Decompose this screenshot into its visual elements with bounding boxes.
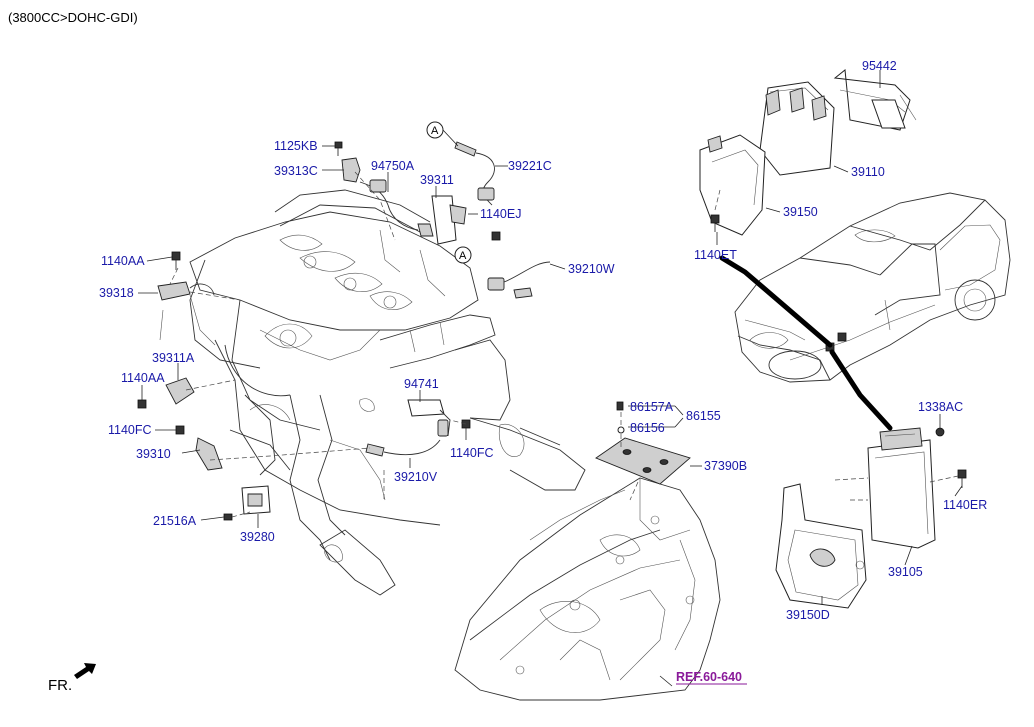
label-37390b: 37390B [704,459,747,473]
svg-text:A: A [459,250,467,262]
label-21516a: 21516A [153,514,197,528]
label-86155: 86155 [686,409,721,423]
label-39150d: 39150D [786,608,830,622]
label-95442: 95442 [862,59,897,73]
label-39150: 39150 [783,205,818,219]
label-39311a: 39311A [152,351,195,365]
label-1140aa-mid: 1140AA [121,371,165,385]
ecu-cover-parts [595,401,691,501]
front-direction-indicator: FR. [48,663,96,694]
label-39221c: 39221C [508,159,552,173]
part-labels: 1125KB 39313C 94750A 39311 39221C 1140EJ… [99,59,987,622]
front-arrow-icon [74,663,96,679]
leader-lines-ecu-lower [821,414,963,605]
leader-lines-cover [628,405,702,687]
leader-lines-ecu-upper [716,70,881,245]
label-39105: 39105 [888,565,923,579]
label-1140fc-left: 1140FC [108,423,152,437]
ecu-lower-assembly [775,427,967,609]
label-1140et: 1140ET [694,248,737,262]
label-39280: 39280 [240,530,275,544]
label-39210v: 39210V [394,470,438,484]
label-39210w: 39210W [568,262,615,276]
callout-marker-a-bottom: A [454,246,472,264]
callout-marker-a-top: A [426,121,444,139]
leader-lines-engine [138,129,566,528]
ref-link[interactable]: REF.60-640 [676,670,747,685]
label-86157a: 86157A [630,400,674,414]
engine-illustration [189,189,586,596]
label-94750a: 94750A [371,159,415,173]
label-39310: 39310 [136,447,171,461]
label-39318: 39318 [99,286,134,300]
sensor-parts [137,141,551,521]
label-1140ej: 1140EJ [480,207,521,221]
label-1338ac: 1338AC [918,400,963,414]
label-39311: 39311 [420,173,454,187]
label-39110: 39110 [851,165,885,179]
label-1140fc-right: 1140FC [450,446,494,460]
label-39313c: 39313C [274,164,318,178]
engine-title: (3800CC>DOHC-GDI) [8,10,138,25]
label-86156: 86156 [630,421,665,435]
label-94741: 94741 [404,377,439,391]
label-1140aa-top: 1140AA [101,254,145,268]
label-1125kb: 1125KB [274,139,318,153]
ecu-upper-assembly [699,69,917,236]
fender-panel-illustration [454,477,721,701]
car-illustration [719,192,1011,431]
front-direction-label: FR. [48,677,72,694]
ref-link-text[interactable]: REF.60-640 [676,670,742,684]
label-1140er: 1140ER [943,498,987,512]
svg-text:A: A [431,125,439,137]
